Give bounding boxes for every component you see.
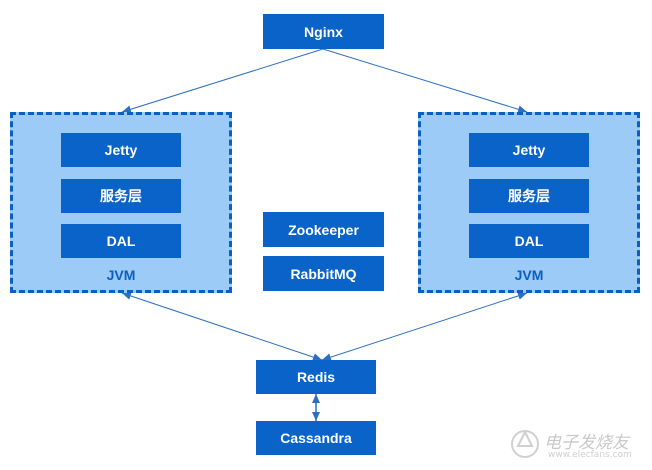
service-layer: 服务层 [61, 179, 181, 213]
watermark-url: www.elecfans.com [548, 450, 632, 460]
watermark-text: 电子发烧友 [544, 433, 629, 453]
nginx-node: Nginx [263, 14, 384, 49]
edge-nginx-left-jvm [121, 48, 324, 114]
jetty-layer: Jetty [469, 133, 589, 167]
jvm-container-right: Jetty 服务层 DAL JVM [418, 112, 640, 293]
edge-right-jvm-redis [321, 291, 528, 362]
dal-layer: DAL [61, 224, 181, 258]
dal-layer: DAL [469, 224, 589, 258]
redis-node: Redis [256, 360, 376, 394]
rabbitmq-node: RabbitMQ [263, 256, 384, 291]
jvm-label: JVM [514, 267, 544, 283]
zookeeper-node: Zookeeper [263, 212, 384, 247]
watermark: 电子发烧友 www.elecfans.com [508, 420, 648, 466]
service-layer: 服务层 [469, 179, 589, 213]
jetty-layer: Jetty [61, 133, 181, 167]
watermark-logo-icon [511, 429, 539, 458]
cassandra-node: Cassandra [256, 421, 376, 455]
edge-nginx-right-jvm [322, 48, 528, 114]
jvm-container-left: Jetty 服务层 DAL JVM [10, 112, 232, 293]
edge-left-jvm-redis [121, 292, 323, 361]
jvm-label: JVM [106, 267, 136, 283]
